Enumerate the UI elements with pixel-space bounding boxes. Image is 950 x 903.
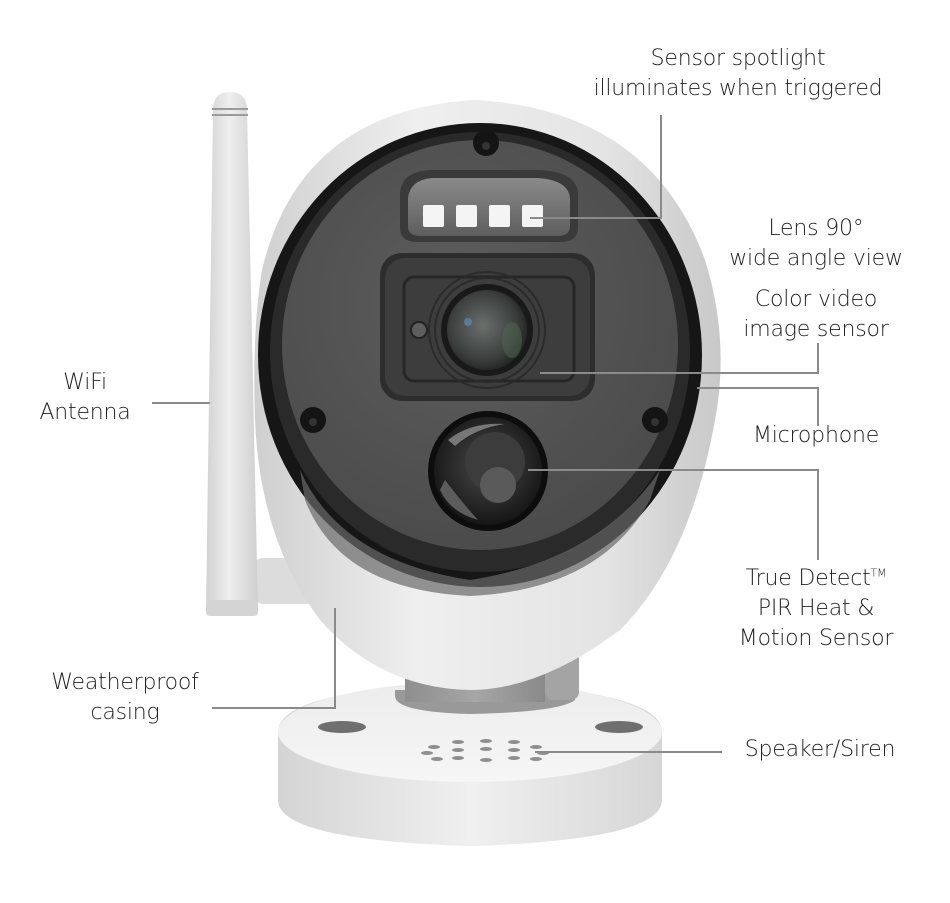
callout-lens: Lens 90° wide angle view xyxy=(729,216,903,271)
callout-image-sensor: Color video image sensor xyxy=(743,287,889,342)
led-icon xyxy=(489,205,510,227)
pir-sensor xyxy=(428,411,548,531)
leader-image-sensor xyxy=(540,343,819,374)
spotlight xyxy=(400,170,578,242)
callout-weatherproof: Weatherproof casing xyxy=(51,670,199,725)
leader-weatherproof xyxy=(212,608,336,709)
lens-module xyxy=(380,253,595,401)
led-icon xyxy=(456,205,477,227)
light-sensor-icon xyxy=(410,321,428,339)
callout-microphone: Microphone xyxy=(752,423,880,448)
leader-sensor-spotlight xyxy=(530,115,662,219)
leader-lines xyxy=(152,115,819,753)
trademark-symbol: TM xyxy=(870,566,887,580)
callout-speaker: Speaker/Siren xyxy=(744,737,896,762)
mount-base xyxy=(278,682,662,846)
led-icon xyxy=(522,205,543,227)
callout-sensor-spotlight: Sensor spotlight illuminates when trigge… xyxy=(593,46,883,101)
leader-microphone xyxy=(697,387,819,426)
led-icon xyxy=(423,205,444,227)
speaker-grille-icon xyxy=(421,739,549,762)
callout-pir-sensor: True DetectTM PIR Heat & Motion Sensor xyxy=(738,566,894,651)
leader-pir-sensor xyxy=(528,469,819,560)
callout-wifi-antenna: WiFi Antenna xyxy=(39,370,131,425)
